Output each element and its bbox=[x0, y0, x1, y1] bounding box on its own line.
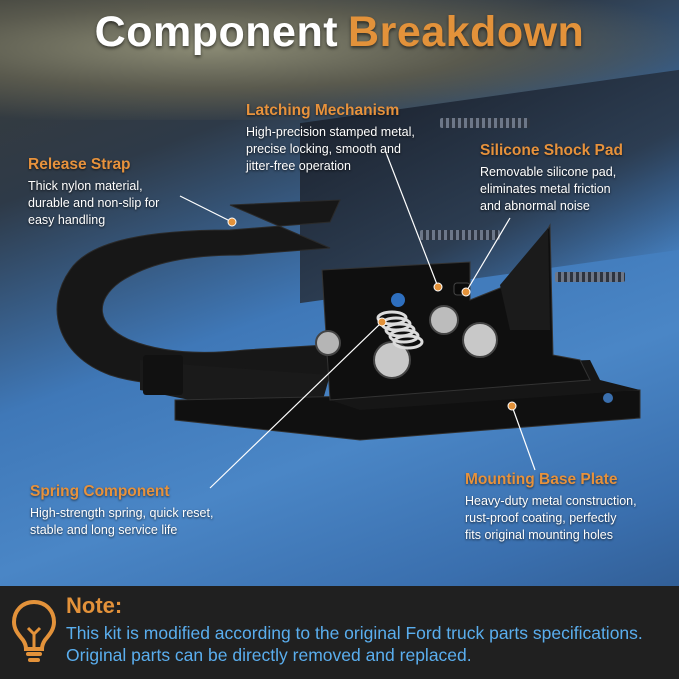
callout-title: Latching Mechanism bbox=[246, 102, 400, 119]
rivet bbox=[429, 305, 459, 335]
hood-vent bbox=[555, 272, 625, 282]
hood-vent bbox=[420, 230, 500, 240]
callout-spring-component: Spring Component High-strength spring, q… bbox=[30, 483, 213, 539]
callout-lines bbox=[179, 149, 536, 489]
strap-buckle bbox=[143, 355, 183, 395]
hood-latch-illustration bbox=[56, 149, 641, 489]
callout-title: Mounting Base Plate bbox=[465, 471, 618, 488]
callout-mounting-base-plate: Mounting Base Plate Heavy-duty metal con… bbox=[465, 471, 637, 544]
callout-description: Heavy-duty metal construction, rust-proo… bbox=[465, 494, 637, 542]
spring-coil bbox=[376, 310, 424, 350]
callout-description: Thick nylon material, durable and non-sl… bbox=[28, 179, 160, 227]
callout-title: Silicone Shock Pad bbox=[480, 142, 623, 159]
mounting-hole bbox=[603, 393, 613, 403]
callout-description: Removable silicone pad, eliminates metal… bbox=[480, 165, 617, 213]
note-text: This kit is modified according to the or… bbox=[66, 623, 643, 665]
callout-title: Release Strap bbox=[28, 156, 131, 173]
callout-latching-mechanism: Latching Mechanism High-precision stampe… bbox=[246, 102, 415, 175]
callout-description: High-strength spring, quick reset, stabl… bbox=[30, 506, 214, 537]
hood-vent bbox=[440, 118, 530, 128]
rivet bbox=[462, 322, 498, 358]
rivet bbox=[315, 330, 341, 356]
callout-title: Spring Component bbox=[30, 483, 170, 500]
lightbulb-icon bbox=[11, 599, 57, 662]
rivet bbox=[373, 341, 411, 379]
note-banner: Note: This kit is modified according to … bbox=[0, 586, 679, 679]
latch-side-plate bbox=[500, 228, 550, 330]
latch-pivot bbox=[391, 293, 405, 307]
callout-description: High-precision stamped metal, precise lo… bbox=[246, 125, 415, 173]
note-title: Note: bbox=[66, 593, 123, 618]
headline-word-1: Component bbox=[94, 8, 339, 56]
callout-dots bbox=[227, 217, 517, 411]
callout-silicone-shock-pad: Silicone Shock Pad Removable silicone pa… bbox=[480, 142, 623, 215]
headline-word-2: Breakdown bbox=[348, 8, 585, 56]
callout-release-strap: Release Strap Thick nylon material, dura… bbox=[28, 156, 159, 229]
